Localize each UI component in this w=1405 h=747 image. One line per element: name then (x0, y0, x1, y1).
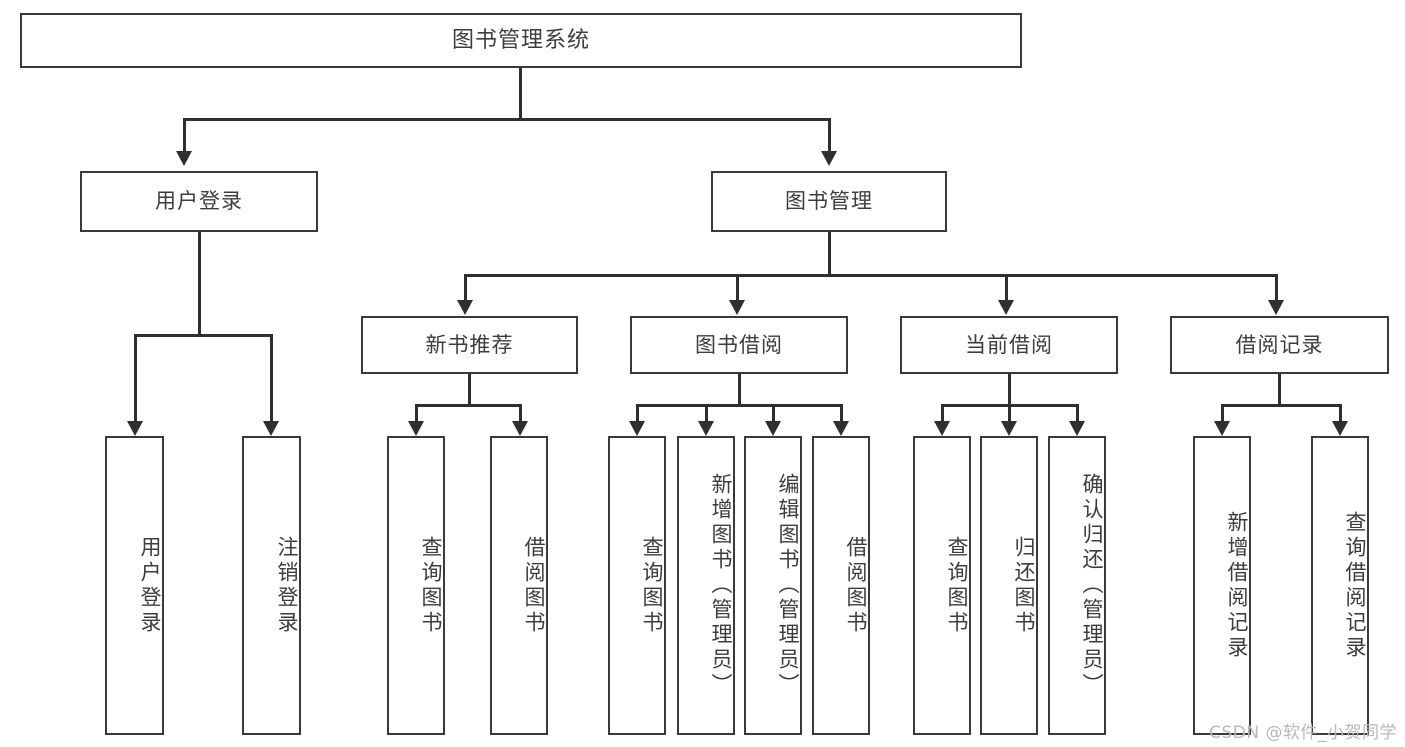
node-new-book-recommend[interactable]: 新书推荐 (361, 316, 578, 374)
node-label: 借阅记录 (1235, 332, 1324, 357)
leaf-confirm-return-admin[interactable]: 确认归还（管理员） (1048, 436, 1106, 735)
arrow-to-current-borrow (998, 300, 1014, 315)
arrow-user-login-leaf-2 (263, 421, 279, 436)
edge-to-new-book-recommend (464, 274, 467, 301)
edge-user-login-bar (134, 334, 272, 337)
edge-cb-leaf-1 (941, 404, 944, 422)
arrow-user-login-leaf-1 (127, 421, 143, 436)
node-label: 新增图书（管理员） (709, 473, 733, 698)
edge-new-book-recommend-trunk (468, 374, 471, 406)
edge-to-user-login (183, 118, 186, 151)
edge-bb-leaf-2 (705, 404, 708, 422)
arrow-to-book-manage (821, 151, 837, 166)
edge-user-login-trunk (198, 232, 201, 336)
edge-borrow-record-bar (1221, 404, 1341, 407)
arrow-to-user-login (176, 151, 192, 166)
node-root-book-management-system[interactable]: 图书管理系统 (20, 13, 1022, 68)
edge-book-manage-trunk (828, 232, 831, 276)
edge-bb-leaf-4 (840, 404, 843, 422)
node-label: 查询图书 (945, 535, 969, 636)
node-label: 注销登录 (275, 535, 299, 636)
node-label: 借阅图书 (844, 535, 868, 636)
edge-cb-leaf-2 (1008, 404, 1011, 422)
node-label: 图书管理系统 (451, 27, 590, 53)
edge-to-book-borrow (736, 274, 739, 301)
arrow-bb-leaf-3 (765, 421, 781, 436)
arrow-nbr-leaf-2 (512, 421, 528, 436)
arrow-cb-leaf-3 (1069, 421, 1085, 436)
arrow-nbr-leaf-1 (408, 421, 424, 436)
edge-user-login-leaf-1 (134, 334, 137, 422)
leaf-query-book-borrow[interactable]: 查询图书 (608, 436, 666, 735)
arrow-cb-leaf-1 (934, 421, 950, 436)
leaf-return-book[interactable]: 归还图书 (980, 436, 1038, 735)
arrow-cb-leaf-2 (1001, 421, 1017, 436)
edge-bb-leaf-1 (636, 404, 639, 422)
edge-nbr-leaf-2 (519, 404, 522, 422)
leaf-add-borrow-record[interactable]: 新增借阅记录 (1193, 436, 1251, 735)
arrow-bb-leaf-1 (629, 421, 645, 436)
edge-book-manage-bar (464, 274, 1277, 277)
node-label: 确认归还（管理员） (1080, 473, 1104, 698)
arrow-to-borrow-record (1268, 300, 1284, 315)
node-user-login[interactable]: 用户登录 (80, 171, 318, 232)
edge-to-current-borrow (1005, 274, 1008, 301)
leaf-edit-book-admin[interactable]: 编辑图书（管理员） (744, 436, 802, 735)
edge-borrow-record-trunk (1278, 374, 1281, 406)
node-label: 新书推荐 (425, 332, 514, 357)
edge-book-borrow-bar (636, 404, 842, 407)
edge-nbr-leaf-1 (415, 404, 418, 422)
leaf-query-borrow-record[interactable]: 查询借阅记录 (1311, 436, 1369, 735)
edge-user-login-leaf-2 (270, 334, 273, 422)
node-label: 用户登录 (155, 189, 243, 214)
node-label: 归还图书 (1012, 535, 1036, 636)
arrow-bb-leaf-4 (833, 421, 849, 436)
arrow-to-book-borrow (729, 300, 745, 315)
arrow-bb-leaf-2 (698, 421, 714, 436)
edge-to-borrow-record (1275, 274, 1278, 301)
node-label: 编辑图书（管理员） (776, 473, 800, 698)
node-label: 当前借阅 (965, 332, 1053, 357)
leaf-query-book-current[interactable]: 查询图书 (913, 436, 971, 735)
node-label: 查询借阅记录 (1343, 510, 1367, 661)
node-current-borrow[interactable]: 当前借阅 (900, 316, 1118, 374)
edge-current-borrow-trunk (1008, 374, 1011, 406)
node-label: 图书借阅 (695, 332, 783, 357)
edge-to-book-manage (828, 118, 831, 151)
node-label: 查询图书 (419, 535, 443, 636)
node-label: 用户登录 (138, 535, 162, 636)
edge-root-bar (183, 118, 831, 121)
edge-br-leaf-1 (1221, 404, 1224, 422)
arrow-br-leaf-2 (1332, 421, 1348, 436)
edge-book-borrow-trunk (738, 374, 741, 406)
node-label: 查询图书 (640, 535, 664, 636)
node-label: 借阅图书 (522, 535, 546, 636)
node-borrow-record[interactable]: 借阅记录 (1170, 316, 1389, 374)
leaf-borrow-book-recommend[interactable]: 借阅图书 (490, 436, 548, 735)
edge-br-leaf-2 (1339, 404, 1342, 422)
edge-cb-leaf-3 (1076, 404, 1079, 422)
arrow-br-leaf-1 (1214, 421, 1230, 436)
leaf-query-book-recommend[interactable]: 查询图书 (387, 436, 445, 735)
node-label: 图书管理 (785, 189, 873, 214)
edge-root-trunk (519, 68, 522, 120)
edge-bb-leaf-3 (772, 404, 775, 422)
leaf-add-book-admin[interactable]: 新增图书（管理员） (677, 436, 735, 735)
leaf-user-login[interactable]: 用户登录 (105, 436, 164, 735)
arrow-to-new-book-recommend (457, 300, 473, 315)
edge-new-book-recommend-bar (415, 404, 521, 407)
node-label: 新增借阅记录 (1225, 510, 1249, 661)
node-book-borrow[interactable]: 图书借阅 (630, 316, 848, 374)
leaf-user-logout[interactable]: 注销登录 (242, 436, 301, 735)
node-book-manage[interactable]: 图书管理 (711, 171, 947, 232)
leaf-borrow-book[interactable]: 借阅图书 (812, 436, 870, 735)
